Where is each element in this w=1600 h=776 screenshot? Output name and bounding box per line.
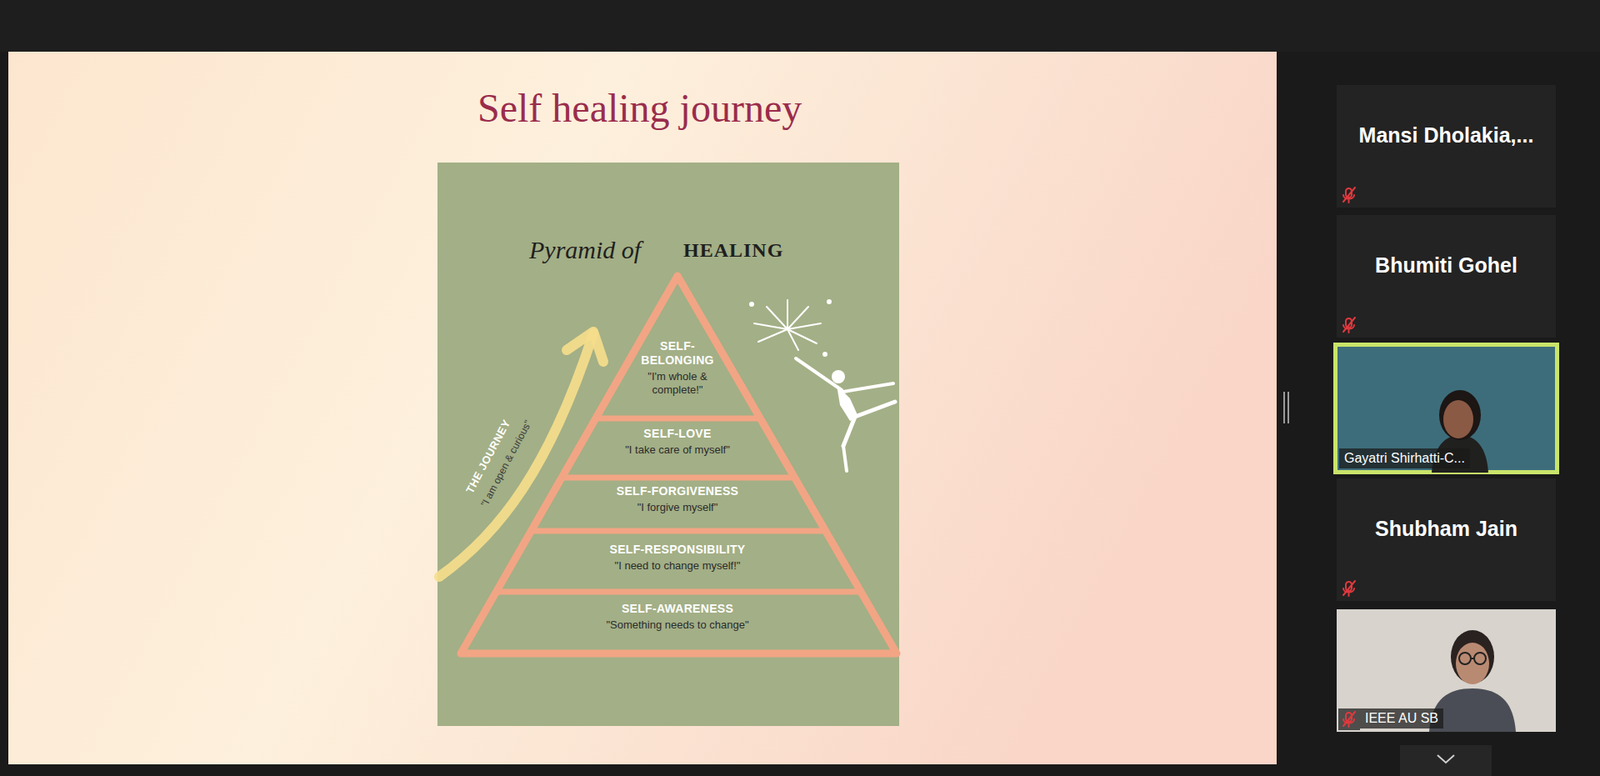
mute-icon	[1343, 187, 1355, 596]
pyramid-level: SELF-RESPONSIBILITY "I need to change mys…	[544, 542, 811, 573]
video-name-label: IEEE AU SB	[1360, 708, 1444, 729]
pyramid-level: SELF-LOVE "I take care of myself"	[577, 426, 778, 457]
mute-icon-patch	[1338, 708, 1360, 730]
poster-heading: Pyramid of	[529, 235, 641, 265]
dancer-figure	[795, 358, 895, 471]
level-quote: "I take care of myself"	[577, 443, 778, 457]
participant-tile	[1336, 215, 1556, 338]
level-heading: SELF-LOVE	[577, 426, 778, 441]
top-bar	[0, 0, 1600, 52]
active-speaker-border	[1333, 342, 1560, 475]
poster-heading: HEALING	[683, 238, 784, 263]
participant-name: IEEE AU SB	[1365, 710, 1439, 726]
participant-name: Bhumiti Gohel	[1375, 253, 1518, 278]
video-tile	[1337, 346, 1555, 470]
participant-tile: Bhumiti Gohel	[1336, 215, 1556, 315]
level-heading: SELF-AWARENESS	[527, 601, 828, 616]
panel-splitter	[1284, 391, 1289, 424]
level-quote: "I need to change myself!"	[544, 559, 811, 573]
pyramid-level: SELF-FORGIVENESS"I forgive myself"	[560, 484, 795, 515]
participant-name: Mansi Dholakia,...	[1359, 123, 1535, 148]
level-quote: "I'm whole & complete!"	[627, 370, 728, 397]
pyramid-level: SELF-AWARENESS "Something needs to change…	[527, 601, 828, 632]
shared-slide	[8, 51, 1277, 765]
mute-icon	[1343, 711, 1355, 727]
scroll-button	[1400, 745, 1492, 776]
journey-arrow	[439, 333, 594, 577]
participant-tile: Shubham Jain	[1336, 478, 1556, 579]
pyramid-level: SELF-BELONGING"I'm whole & complete!"	[627, 339, 728, 397]
slide-title: Self healing journey	[477, 85, 802, 131]
level-heading: SELF-FORGIVENESS	[560, 484, 795, 499]
poster-ground	[437, 162, 900, 726]
participant-name: Gayatri Shirhatti-C...	[1344, 450, 1465, 466]
participant-tile	[1336, 85, 1556, 208]
level-quote: "Something needs to change"	[527, 618, 828, 632]
participant-name: Shubham Jain	[1375, 516, 1518, 541]
journey-arrowhead	[566, 331, 604, 362]
participant-tile: Mansi Dholakia,...	[1336, 85, 1556, 185]
level-quote: "I forgive myself"	[560, 500, 795, 515]
fireworks	[750, 300, 831, 356]
video-name-label: Gayatri Shirhatti-C...	[1339, 448, 1470, 469]
participant-tile	[1336, 478, 1556, 601]
video-tile	[1336, 609, 1556, 732]
level-heading: SELF-BELONGING	[627, 339, 728, 368]
level-heading: SELF-RESPONSIBILITY	[544, 542, 811, 557]
chevron-icon	[1437, 755, 1455, 763]
pyramid-outline	[460, 275, 897, 654]
